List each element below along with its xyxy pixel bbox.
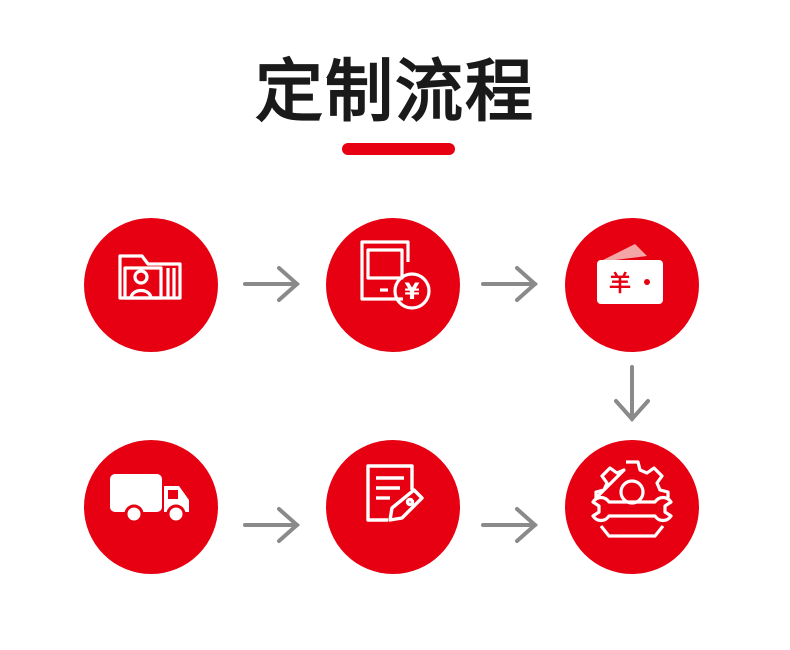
arrow-right-icon — [481, 507, 539, 543]
delivery-truck-icon — [84, 440, 218, 574]
arrow-right-icon — [243, 507, 301, 543]
step-delivery-truck — [84, 440, 218, 574]
arrow-down-icon — [614, 365, 650, 423]
arrow-right-icon — [243, 266, 301, 302]
step-device-payment: ¥ — [326, 218, 460, 352]
device-payment-icon: ¥ — [326, 218, 460, 352]
document-edit-icon — [326, 440, 460, 574]
step-wallet: 羊 — [565, 218, 699, 352]
step-gear-wrench — [565, 440, 699, 574]
arrow-right-icon — [481, 266, 539, 302]
title-underline — [342, 143, 455, 155]
step-document-edit — [326, 440, 460, 574]
step-folder-profile — [84, 218, 218, 352]
wallet-icon: 羊 — [565, 218, 699, 352]
currency-yen-symbol: ¥ — [404, 280, 420, 305]
page-title: 定制流程 — [254, 53, 535, 132]
gear-wrench-icon — [565, 440, 699, 574]
wallet-currency-symbol: 羊 — [609, 271, 631, 297]
folder-profile-icon — [84, 218, 218, 352]
